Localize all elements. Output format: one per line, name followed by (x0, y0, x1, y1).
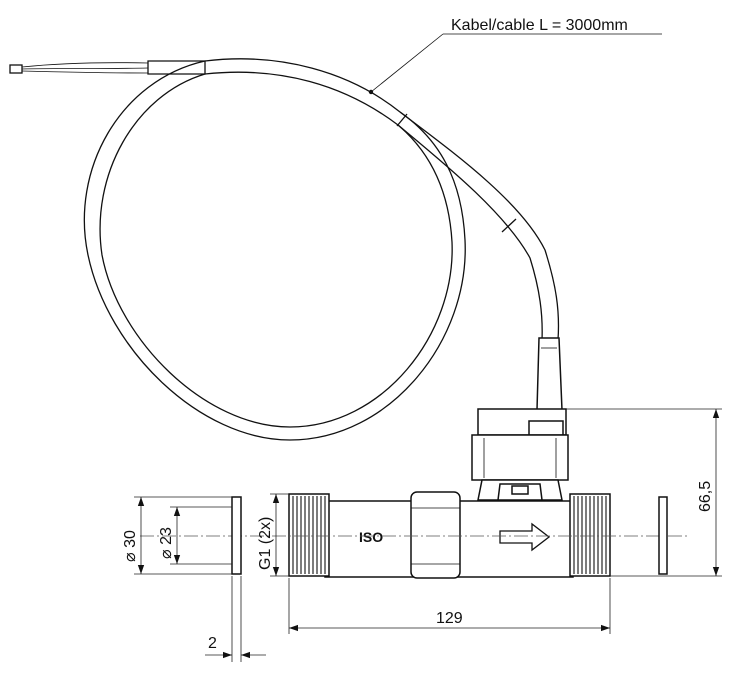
thread-size-label: G1 (2x) (257, 517, 274, 570)
dim-gasket-thickness-label: 2 (208, 635, 217, 652)
dim-diameter-inner-label: ⌀ 23 (158, 527, 175, 559)
dim-diameter-inner: ⌀ 23 (158, 506, 232, 565)
dim-diameter-outer-label: ⌀ 30 (122, 530, 139, 562)
dim-length-label: 129 (436, 610, 463, 627)
cable-end-connector (9, 64, 23, 74)
strain-relief (536, 337, 563, 411)
dim-thread: G1 (2x) (257, 493, 289, 577)
dim-height-label: 66,5 (697, 481, 714, 512)
cable-top-inner (204, 71, 399, 126)
dim-gasket-thickness: 2 (205, 576, 266, 662)
iso-marking: ISO (359, 529, 383, 545)
cable-ring-inner (99, 73, 453, 428)
right-thread-lines (573, 496, 607, 574)
cable-coil (9, 58, 560, 441)
cable-length-label: Kabel/cable L = 3000mm (451, 17, 628, 34)
housing-tab (528, 420, 564, 436)
dim-length: 129 (288, 578, 611, 634)
gasket-right (658, 496, 668, 575)
cable-clip-1 (396, 113, 408, 127)
cable-wires (21, 62, 149, 74)
cable-clip-2 (501, 218, 517, 233)
cable-leader-line (370, 33, 444, 93)
sensor-housing (471, 337, 569, 501)
latch-button (511, 485, 529, 495)
gasket-left (231, 496, 242, 575)
cable-tail-outer (399, 111, 560, 341)
left-thread-lines (292, 496, 326, 574)
housing-body (471, 434, 569, 481)
flow-pipe: ISO (288, 491, 611, 579)
dim-height: 66,5 (566, 408, 722, 577)
dim-diameter-outer: ⌀ 30 (122, 496, 232, 575)
hex-nut (410, 491, 461, 579)
cable-ring-outer (83, 60, 466, 441)
cable-tail-inner (397, 124, 543, 341)
flow-direction-arrow (499, 522, 551, 552)
cable-top-outer (204, 58, 401, 113)
cable-length-callout: Kabel/cable L = 3000mm (370, 17, 662, 93)
